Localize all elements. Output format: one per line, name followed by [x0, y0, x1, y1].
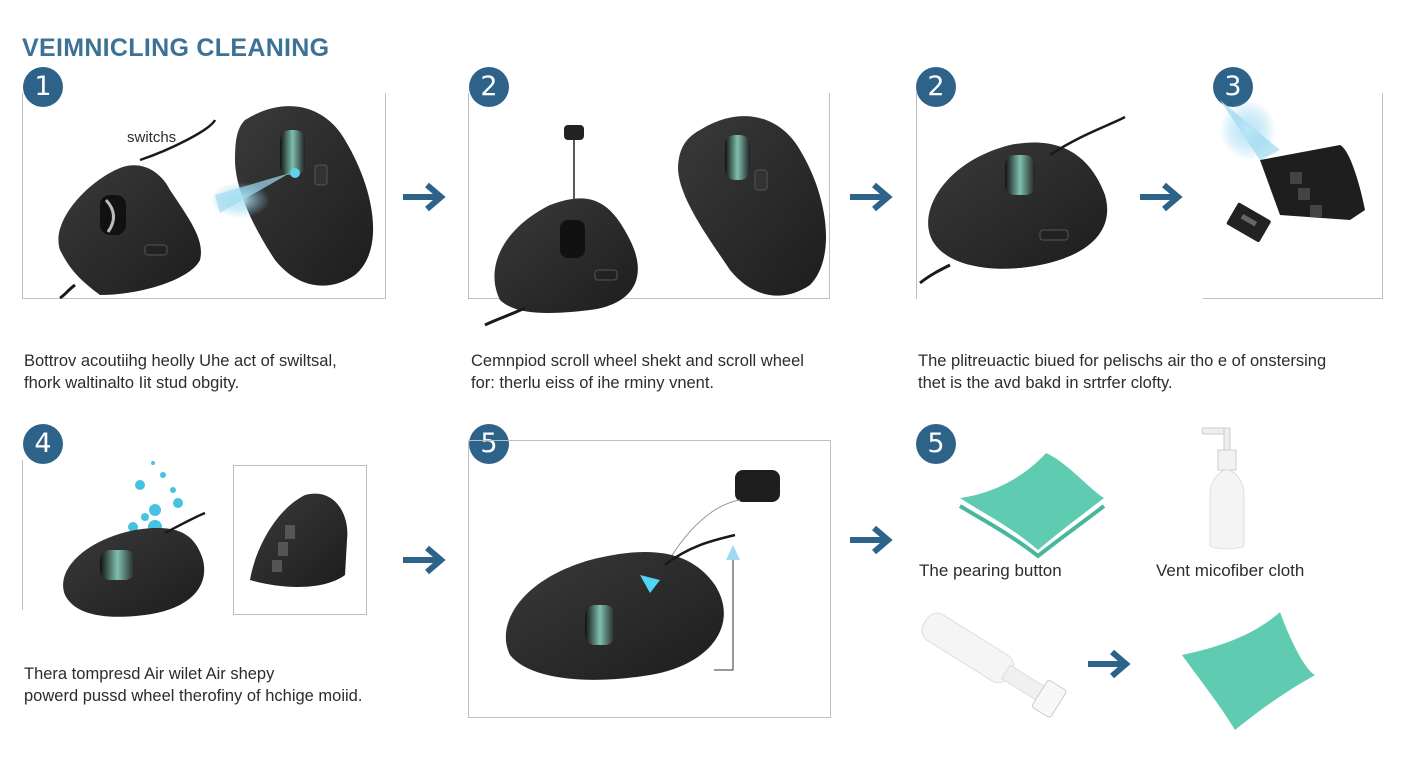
caption-line: Cemnpiod scroll wheel shekt and scroll w… [471, 352, 804, 370]
step-1-caption: Bottrov acoutiihg heolly Uhe act of swil… [24, 350, 337, 394]
ergonomic-mouse-illustration [58, 119, 217, 300]
page-title: VEIMNICLING CLEANING [22, 34, 330, 62]
caption-line: fhork waltinalto Iit stud obgity. [24, 374, 240, 392]
step-badge-4: 4 [23, 424, 63, 464]
brush-tube-icon [921, 612, 1067, 718]
pump-bottle-icon [1201, 427, 1245, 550]
step-badge-5b: 5 [916, 424, 956, 464]
mouse-underside-illustration [1220, 100, 1365, 243]
step-2-caption: Cemnpiod scroll wheel shekt and scroll w… [471, 350, 804, 394]
right-arrow-icon [403, 183, 451, 211]
step-4-detail-frame [233, 465, 367, 615]
step-badge-2: 2 [469, 67, 509, 107]
caption-line: Bottrov acoutiihg heolly Uhe act of swil… [24, 352, 337, 370]
caption-line: The plitreuactic biued for pelischs air … [918, 352, 1327, 370]
step-5-frame [468, 440, 831, 718]
caption-line: thet is the avd bakd in srtrfer clofty. [918, 374, 1173, 392]
step-1-frame [22, 93, 386, 299]
step-badge-2b: 2 [916, 67, 956, 107]
step-badge-5: 5 [469, 424, 509, 464]
step-3-frame [1203, 93, 1383, 299]
caption-line: powerd pussd wheel therofiny of hchige m… [24, 687, 363, 705]
step-2-frame [468, 93, 830, 299]
switch-label: switchs [127, 129, 177, 146]
mouse-bottom-detail-illustration [250, 493, 348, 587]
step-badge-1: 1 [23, 67, 63, 107]
caption-line: for: therlu eiss of ihe rminy vnent. [471, 374, 715, 392]
right-hand-mouse-illustration [678, 116, 827, 296]
supply-label-pearing-button: The pearing button [919, 561, 1062, 580]
corded-mouse-illustration [919, 115, 1126, 285]
caption-line: Thera tompresd Air wilet Air shepy [24, 665, 275, 683]
scroll-wheel-removal-illustration [484, 125, 638, 327]
supply-label-microfiber-cloth: Vent micofiber cloth [1156, 561, 1305, 580]
right-arrow-icon [1140, 183, 1188, 211]
right-hand-mouse-illustration [235, 106, 374, 286]
right-arrow-icon [403, 546, 451, 574]
step-2b-caption: The plitreuactic biued for pelischs air … [918, 350, 1326, 394]
flat-cloth-icon [1182, 612, 1315, 730]
step-4-frame [22, 460, 23, 610]
bubbling-mouse-illustration [63, 461, 206, 617]
compressed-air-spray-icon [210, 173, 290, 218]
button-replacement-illustration [505, 470, 780, 680]
step-4-caption: Thera tompresd Air wilet Air shepy power… [24, 663, 362, 707]
step-2b-frame [916, 93, 917, 299]
right-arrow-icon [850, 526, 898, 554]
right-arrow-icon [1088, 650, 1136, 678]
folded-cloth-icon [958, 453, 1106, 559]
right-arrow-icon [850, 183, 898, 211]
